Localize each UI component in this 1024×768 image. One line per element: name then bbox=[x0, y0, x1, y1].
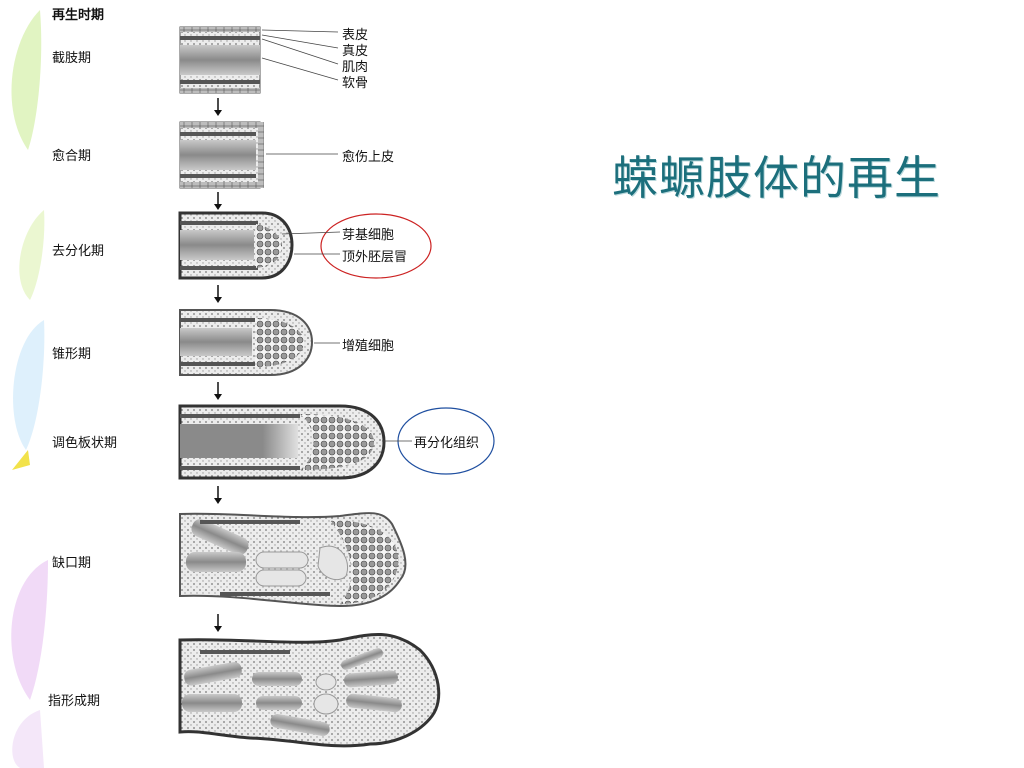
stage-label-cone: 锥形期 bbox=[52, 347, 92, 362]
stage-dedifferentiation-figure bbox=[178, 211, 432, 280]
stage-digit-formation-figure bbox=[178, 633, 441, 748]
label-cartilage: 软骨 bbox=[342, 76, 369, 91]
stage-cone-figure bbox=[179, 309, 340, 376]
stage-label-wound-healing: 愈合期 bbox=[52, 149, 92, 164]
stage-label-dedifferentiation: 去分化期 bbox=[52, 244, 105, 259]
stage-palette-figure bbox=[178, 404, 495, 480]
stage-label-palette: 调色板状期 bbox=[52, 436, 118, 451]
stage-label-amputation: 截肢期 bbox=[52, 51, 92, 66]
label-wound-epidermis: 愈伤上皮 bbox=[342, 150, 395, 165]
label-proliferating-cells: 增殖细胞 bbox=[342, 339, 395, 354]
label-epidermis: 表皮 bbox=[342, 28, 369, 43]
limb-regeneration-diagram bbox=[178, 26, 495, 748]
label-apical-cap: 顶外胚层冒 bbox=[342, 250, 408, 265]
stage-label-notch: 缺口期 bbox=[52, 556, 92, 571]
regeneration-stage-header: 再生时期 bbox=[52, 8, 105, 23]
slide-title: 蝾螈肢体的再生 bbox=[612, 151, 941, 205]
stage-amputation-figure bbox=[179, 26, 339, 94]
stage-label-digit-formation: 指形成期 bbox=[48, 694, 101, 709]
stage-wound-healing-figure bbox=[179, 121, 338, 189]
decorative-background bbox=[11, 10, 48, 768]
label-blastema-cells: 芽基细胞 bbox=[342, 228, 395, 243]
stage-notch-figure bbox=[179, 512, 407, 608]
label-redifferentiated-tissue: 再分化组织 bbox=[414, 436, 480, 451]
label-dermis: 真皮 bbox=[342, 44, 369, 59]
label-muscle: 肌肉 bbox=[342, 60, 369, 75]
